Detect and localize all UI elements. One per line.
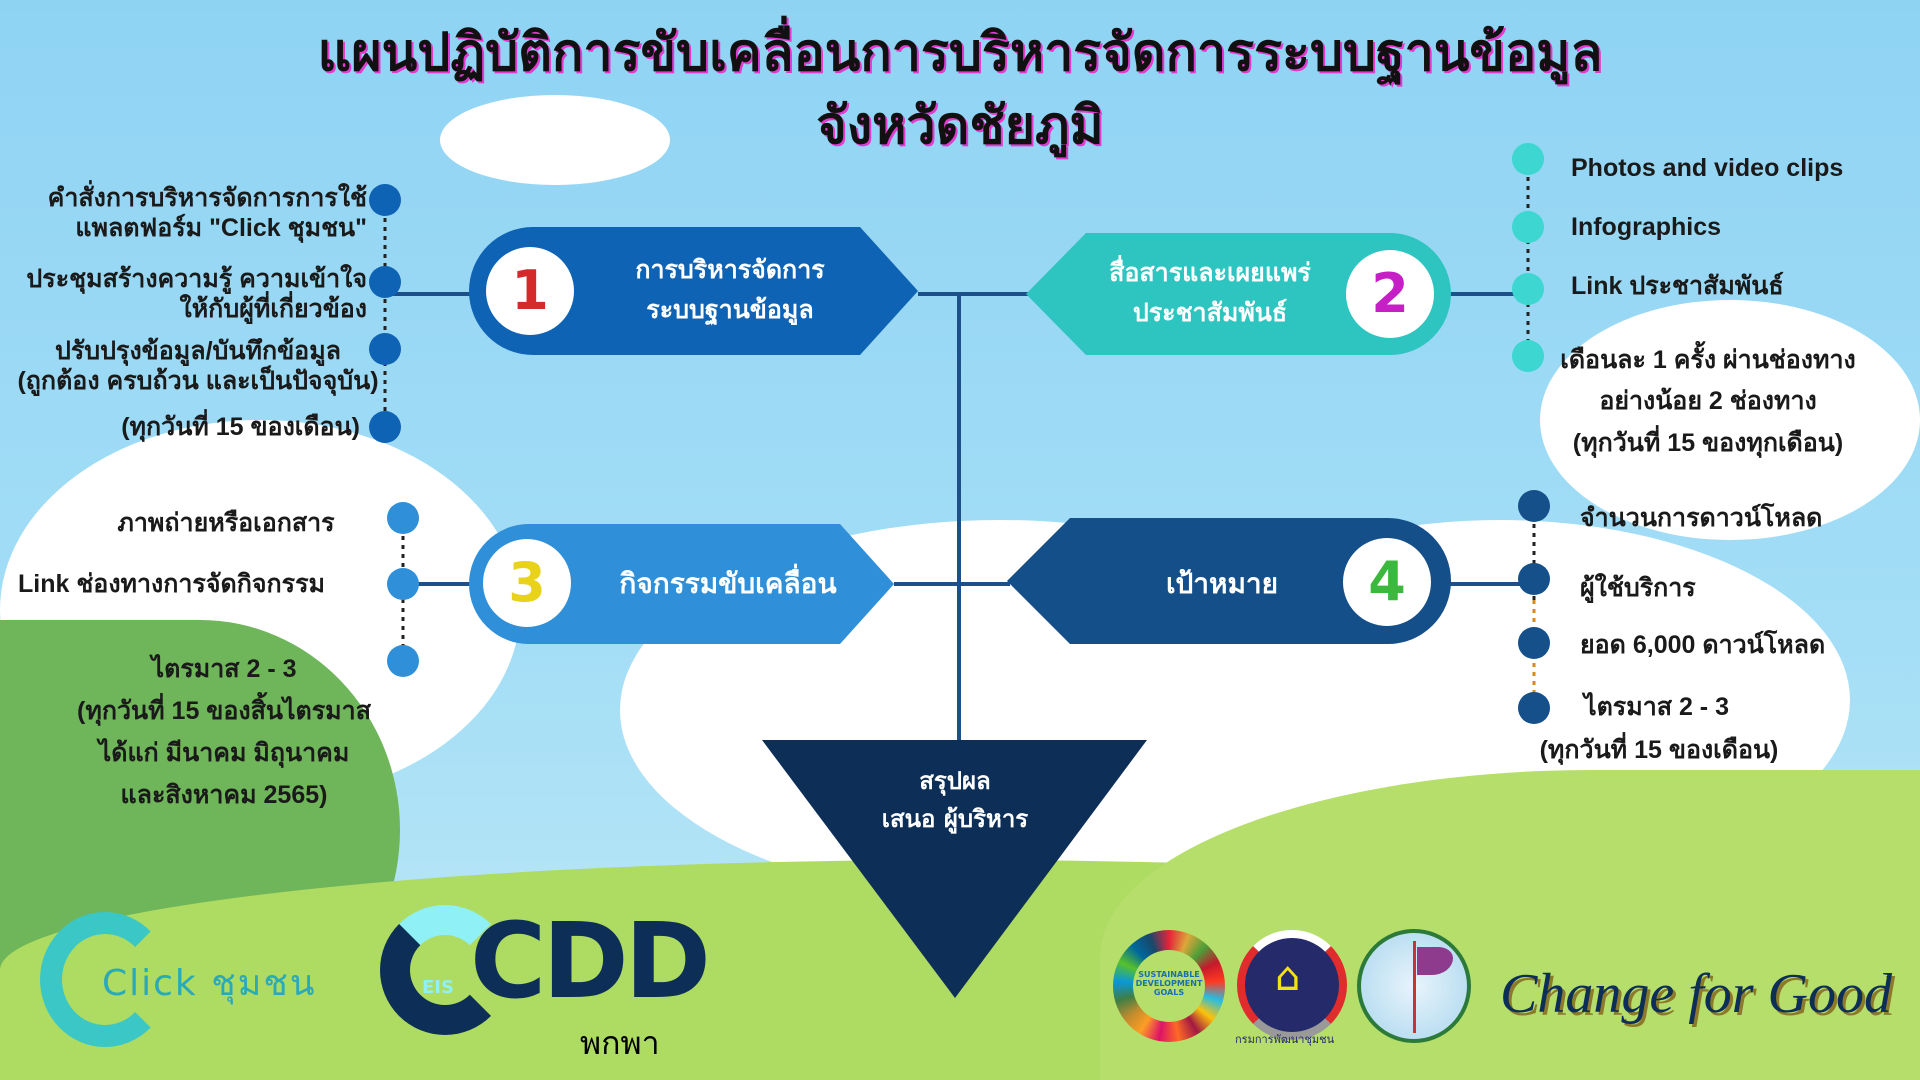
cdd-department-seal: ⌂ กรมการพัฒนาชุมชน (1235, 930, 1347, 1046)
timeline-dot (1518, 490, 1550, 522)
slogan: Change for Good (1500, 963, 1892, 1025)
timeline-dot (1518, 563, 1550, 595)
timeline-dot (1512, 211, 1544, 243)
house-icon: ⌂ (1275, 954, 1301, 1000)
step4-item: ไตรมาส 2 - 3 (1584, 693, 1729, 721)
timeline-dot (387, 502, 419, 534)
step1-number: 1 (486, 247, 574, 335)
timeline-dot (1512, 273, 1544, 305)
step4-label: เป้าหมาย (1165, 567, 1279, 600)
timeline-dot (387, 568, 419, 600)
step4-item: ผู้ใช้บริการ (1580, 574, 1696, 602)
timeline-dot (1518, 627, 1550, 659)
step1-label: การบริหารจัดการระบบฐานข้อมูล (635, 255, 825, 324)
timeline-dot (1512, 143, 1544, 175)
step3-item: ไตรมาส 2 - 3(ทุกวันที่ 15 ของสิ้นไตรมาสไ… (77, 655, 371, 809)
step2-shape (1026, 233, 1451, 355)
step4-item: จำนวนการดาวน์โหลด (1580, 504, 1823, 532)
step2-label: สื่อสารและเผยแพร่ประชาสัมพันธ์ (1109, 258, 1311, 327)
chaiyaphum-seal (1357, 929, 1471, 1043)
step4-number: 4 (1343, 538, 1431, 626)
timeline-dot (369, 184, 401, 216)
timeline-dot (369, 411, 401, 443)
timeline-dot (1518, 692, 1550, 724)
step4-shape (1007, 518, 1451, 644)
summary-triangle (762, 740, 1147, 998)
timeline-dot (387, 645, 419, 677)
step2-item: เดือนละ 1 ครั้ง ผ่านช่องทางอย่างน้อย 2 ช… (1560, 346, 1856, 457)
timeline-dot (1512, 340, 1544, 372)
timeline-dot (369, 266, 401, 298)
step2-item: Photos and video clips (1571, 154, 1844, 182)
step2-number: 2 (1346, 250, 1434, 338)
step3-shape (469, 524, 894, 644)
step1-shape (469, 227, 918, 355)
step3-label: กิจกรรมขับเคลื่อน (619, 567, 837, 600)
step4-item: ยอด 6,000 ดาวน์โหลด (1580, 631, 1826, 659)
step4-item: (ทุกวันที่ 15 ของเดือน) (1539, 736, 1779, 764)
page-title-line2: จังหวัดชัยภูมิ (816, 96, 1104, 156)
cloud (1540, 300, 1920, 540)
step1-item: คำสั่งการบริหารจัดการการใช้แพลตฟอร์ม "Cl… (47, 184, 367, 242)
step1-item: ปรับปรุงข้อมูล/บันทึกข้อมูล(ถูกต้อง ครบถ… (17, 337, 379, 395)
sdg-logo: SUSTAINABLE DEVELOPMENT GOALS (1113, 930, 1225, 1042)
click-chumchon-logo: Click ชุมชน (40, 912, 314, 1047)
page-title-line1: แผนปฏิบัติการขับเคลื่อนการบริหารจัดการระ… (317, 23, 1603, 83)
step3-item: ภาพถ่ายหรือเอกสาร (117, 509, 335, 537)
step2-item: Link ประชาสัมพันธ์ (1571, 272, 1784, 300)
summary-label: สรุปผลเสนอ ผู้บริหาร (881, 767, 1029, 834)
timeline-dot (369, 333, 401, 365)
step3-item: Link ช่องทางการจัดกิจกรรม (18, 570, 325, 598)
cloud (440, 95, 670, 185)
step2-item: Infographics (1571, 213, 1722, 241)
step1-item: ประชุมสร้างความรู้ ความเข้าใจให้กับผู้ที… (26, 265, 367, 323)
step3-number: 3 (483, 539, 571, 627)
cdd-logo: EIS CDD พกพา (380, 905, 720, 1075)
step1-item: (ทุกวันที่ 15 ของเดือน) (121, 413, 360, 441)
